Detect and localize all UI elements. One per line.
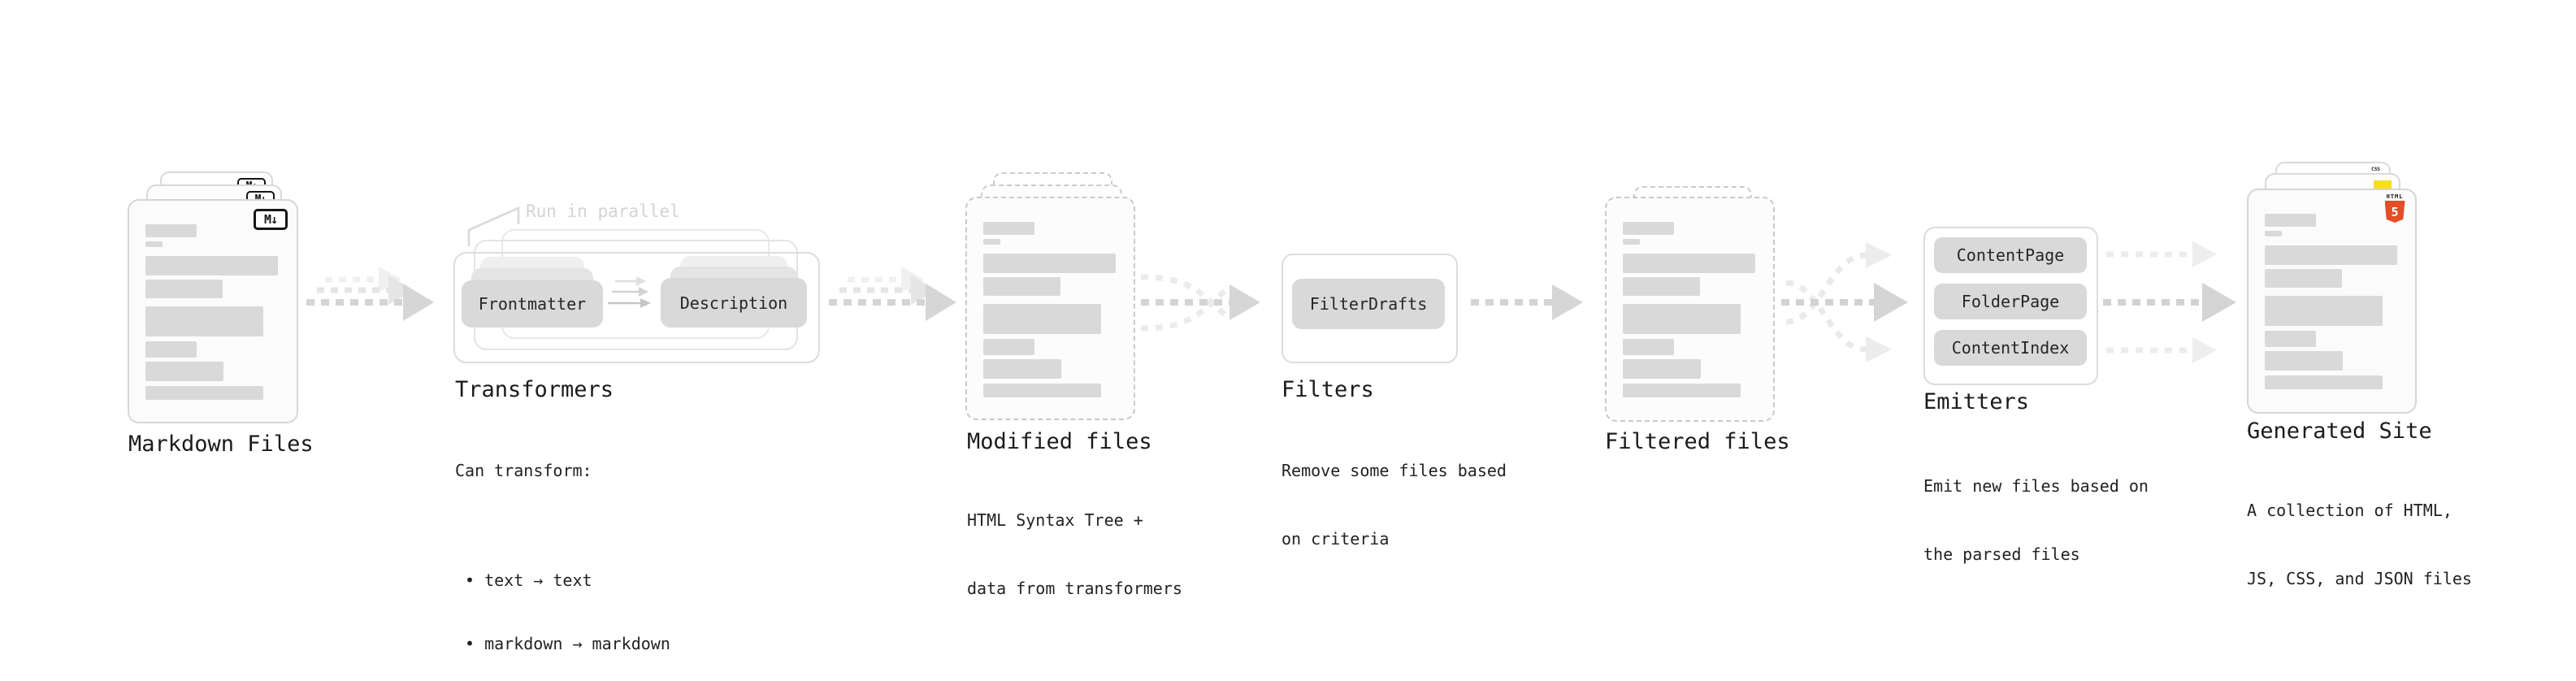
- placeholder-bar: [983, 384, 1101, 397]
- placeholder-bar: [1623, 359, 1701, 379]
- placeholder-bar: [1623, 384, 1741, 397]
- node-contentindex: ContentIndex: [1934, 330, 2087, 366]
- transform-bullet: • text → text: [465, 570, 592, 590]
- emitters-description-line: the parsed files: [1923, 544, 2080, 564]
- stage-title-emitters: Emitters: [1923, 389, 2030, 414]
- filtered-file-front: [1605, 197, 1775, 422]
- placeholder-bar: [1623, 277, 1700, 296]
- placeholder-bar: [1623, 222, 1674, 235]
- stage-title-filters: Filters: [1281, 377, 1374, 402]
- filters-description: Remove some files based on criteria: [1281, 414, 1507, 596]
- arrow-emitters-to-site: [2103, 241, 2236, 363]
- node-frontmatter: Frontmatter: [462, 280, 603, 327]
- placeholder-bar: [983, 277, 1060, 296]
- run-in-parallel-callout: Run in parallel: [526, 202, 680, 221]
- filters-description-line: on criteria: [1281, 529, 1390, 549]
- placeholder-bar: [145, 224, 197, 237]
- arrow-filtered-to-emitters: [1781, 242, 1908, 362]
- node-contentpage: ContentPage: [1934, 237, 2087, 273]
- placeholder-bar: [1623, 254, 1755, 273]
- modified-description-line: data from transformers: [967, 579, 1182, 598]
- transformers-subtitle: Can transform:: [455, 461, 592, 480]
- html5-icon: HTML 5: [2384, 194, 2405, 223]
- arrow-filters-to-filtered: [1471, 284, 1583, 320]
- transformers-description: Can transform: • text → text • markdown …: [455, 414, 670, 681]
- filters-description-line: Remove some files based: [1281, 461, 1507, 480]
- node-folderpage: FolderPage: [1934, 284, 2087, 319]
- markdown-icon: M↓: [254, 209, 288, 230]
- placeholder-bar: [1623, 304, 1741, 334]
- arrow-transformers-to-modified: [829, 267, 956, 321]
- placeholder-bar: [983, 254, 1116, 273]
- modified-description-line: HTML Syntax Tree +: [967, 510, 1143, 530]
- placeholder-bar: [983, 359, 1061, 379]
- arrows-frontmatter-to-description: [608, 276, 651, 308]
- arrow-modified-to-filters: [1140, 274, 1260, 332]
- node-filterdrafts: FilterDrafts: [1292, 279, 1445, 329]
- callout-leader-line: [467, 206, 520, 246]
- site-file-html: HTML 5: [2247, 189, 2417, 414]
- transform-bullet: • markdown → markdown: [465, 634, 670, 653]
- emitters-description-line: Emit new files based on: [1923, 476, 2149, 496]
- html5-shield: 5: [2384, 201, 2405, 223]
- placeholder-bar: [1623, 239, 1640, 245]
- placeholder-bar: [2265, 231, 2282, 236]
- site-description-line: A collection of HTML,: [2247, 501, 2452, 520]
- stage-title-filtered-files: Filtered files: [1605, 429, 1790, 454]
- placeholder-bar: [145, 280, 223, 298]
- arrow-md-to-transformers: [306, 267, 434, 321]
- placeholder-bar: [145, 341, 197, 358]
- modified-description: HTML Syntax Tree + data from transformer…: [967, 463, 1182, 645]
- placeholder-bar: [145, 256, 278, 275]
- transformer-frame-front: [453, 252, 820, 363]
- placeholder-bar: [983, 222, 1034, 235]
- placeholder-bar: [2265, 351, 2343, 371]
- text-placeholder-bars: [1623, 222, 1755, 397]
- placeholder-bar: [145, 386, 263, 400]
- text-placeholder-bars: [983, 222, 1116, 397]
- placeholder-bar: [983, 339, 1034, 355]
- placeholder-bar: [2265, 375, 2383, 389]
- html5-wordmark: HTML: [2386, 193, 2404, 200]
- stage-title-modified-files: Modified files: [967, 429, 1152, 454]
- node-description: Description: [661, 278, 807, 327]
- placeholder-bar: [2265, 214, 2316, 227]
- placeholder-bar: [145, 306, 263, 336]
- placeholder-bar: [2265, 331, 2316, 347]
- text-placeholder-bars: [145, 224, 278, 400]
- placeholder-bar: [145, 362, 223, 381]
- emitters-description: Emit new files based on the parsed files: [1923, 429, 2149, 611]
- placeholder-bar: [2265, 296, 2383, 326]
- site-description: A collection of HTML, JS, CSS, and JSON …: [2247, 453, 2472, 635]
- placeholder-bar: [983, 304, 1101, 334]
- stage-title-transformers: Transformers: [455, 377, 614, 402]
- markdown-file-front: M↓: [128, 199, 298, 423]
- site-description-line: JS, CSS, and JSON files: [2247, 569, 2472, 588]
- text-placeholder-bars: [2265, 214, 2397, 389]
- placeholder-bar: [2265, 269, 2342, 288]
- placeholder-bar: [983, 239, 1000, 245]
- modified-file-front: [965, 197, 1135, 420]
- stage-title-generated-site: Generated Site: [2247, 419, 2432, 444]
- placeholder-bar: [1623, 339, 1674, 355]
- stage-title-markdown-files: Markdown Files: [128, 432, 314, 457]
- placeholder-bar: [2265, 245, 2397, 265]
- placeholder-bar: [145, 241, 163, 247]
